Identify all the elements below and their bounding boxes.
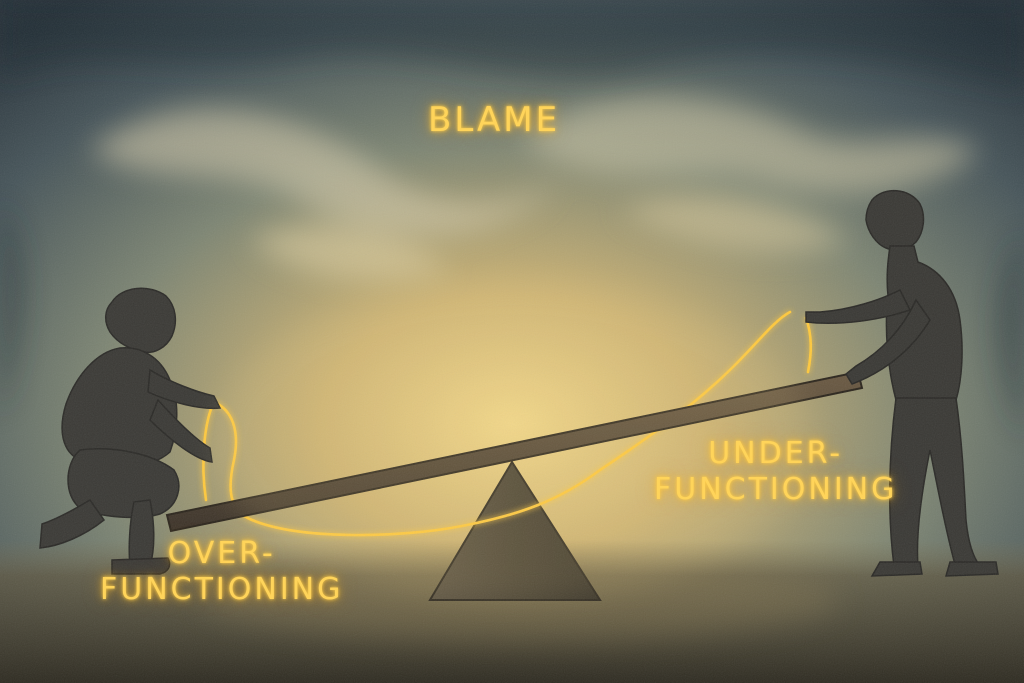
blame-word: BLAME — [428, 100, 561, 140]
under-functioning-line-2: FUNCTIONING — [654, 472, 898, 507]
over-functioning-line-1: OVER- — [167, 536, 276, 571]
over-functioning-line-2: FUNCTIONING — [100, 572, 344, 607]
under-functioning-line-1: UNDER- — [708, 436, 844, 471]
over-functioning-label: OVER- FUNCTIONING — [100, 536, 343, 608]
under-functioning-label: UNDER- FUNCTIONING — [654, 436, 897, 508]
